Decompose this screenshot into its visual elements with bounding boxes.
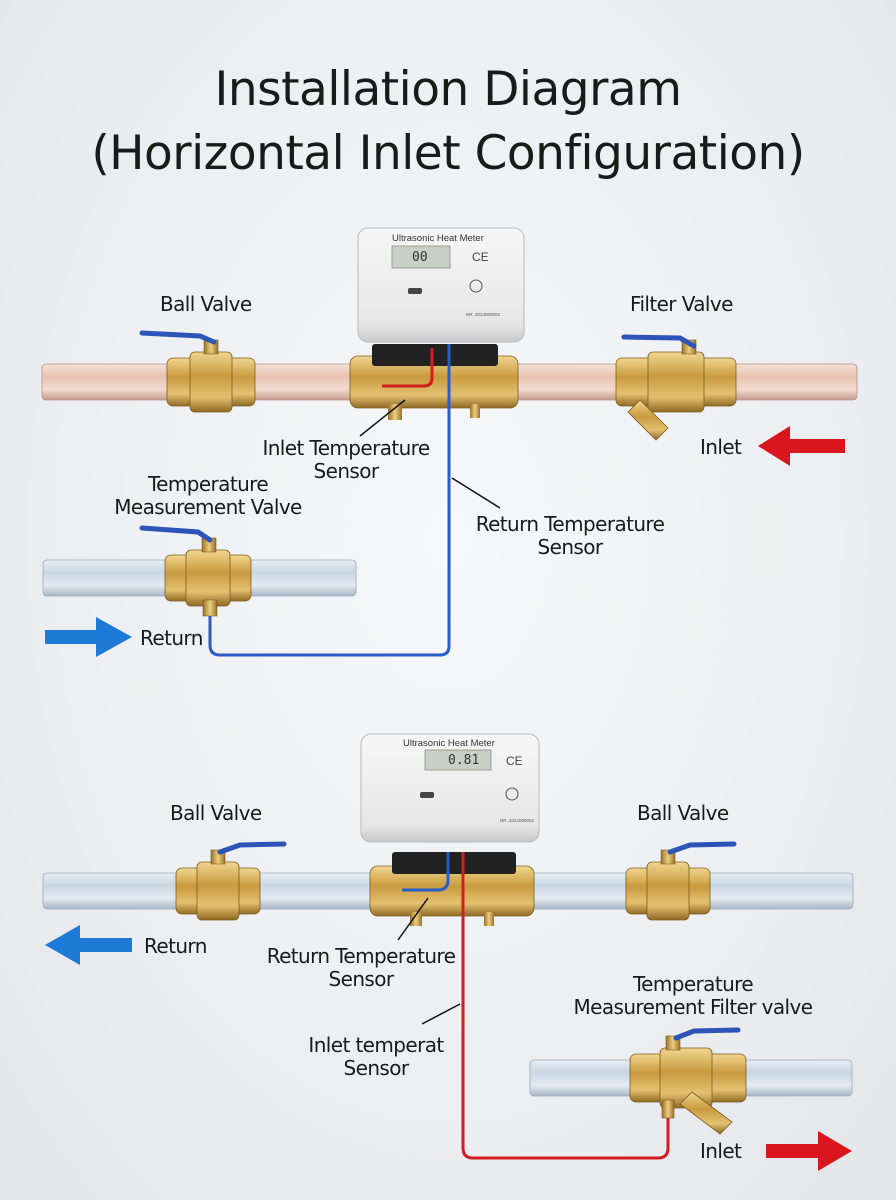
title-line-1: Installation Diagram (214, 62, 682, 117)
top-inlet-sensor-leader (359, 399, 406, 437)
top-filter-valve[interactable] (615, 334, 737, 441)
top-return-sensor-leader (451, 477, 501, 509)
top-temp-valve-label-line-1: Temperature (147, 472, 269, 496)
bottom-heat-meter (360, 733, 540, 843)
bottom-meter-serial: NR. 2024000002 (500, 818, 535, 823)
top-filter-valve-label: Filter Valve (630, 292, 733, 316)
bottom-return-sensor-label: Return Temperature Sensor (263, 945, 459, 991)
bottom-inlet-label: Inlet (700, 1139, 742, 1163)
bottom-ball-valve-left-label: Ball Valve (170, 801, 262, 825)
bottom-return-sensor-leader (397, 897, 429, 941)
top-inlet-sensor-label-line-2: Sensor (313, 459, 380, 483)
top-temperature-measurement-valve[interactable] (139, 525, 252, 617)
bottom-ball-valve-left[interactable] (175, 841, 287, 921)
top-inlet-sensor-label-line-1: Inlet Temperature (262, 436, 430, 460)
bottom-meter-fitting (369, 852, 535, 926)
bottom-ball-valve-right[interactable] (625, 841, 737, 921)
top-ball-valve[interactable] (139, 330, 256, 413)
bottom-return-sensor-label-line-2: Sensor (328, 967, 395, 991)
top-inlet-label: Inlet (700, 435, 742, 459)
top-return-sensor-wire (208, 344, 451, 657)
bottom-inlet-sensor-leader (421, 1003, 461, 1025)
bottom-meter-name: Ultrasonic Heat Meter (403, 738, 495, 749)
top-return-sensor-label: Return Temperature Sensor (472, 513, 668, 559)
bottom-return-sensor-wire (402, 852, 450, 892)
top-return-sensor-label-line-1: Return Temperature (475, 512, 665, 536)
top-temp-valve-label-line-2: Measurement Valve (114, 495, 302, 519)
bottom-meter-display: 0.81 (448, 753, 480, 768)
top-inlet-arrow (758, 426, 845, 466)
bottom-ball-valve-right-label: Ball Valve (637, 801, 729, 825)
bottom-inlet-sensor-label-line-2: Sensor (343, 1056, 410, 1080)
top-temp-valve-label: Temperature Measurement Valve (112, 473, 304, 519)
top-return-label: Return (140, 626, 203, 650)
top-meter-display: 00 (412, 250, 428, 265)
top-meter-fitting (349, 344, 519, 420)
top-meter-ce-mark: CE (472, 250, 489, 264)
top-inlet-sensor-label: Inlet Temperature Sensor (258, 437, 434, 483)
top-inlet-sensor-wire (382, 348, 434, 388)
bottom-temp-filter-label-line-2: Measurement Filter valve (573, 995, 814, 1019)
bottom-temp-filter-label-line-1: Temperature (632, 972, 754, 996)
bottom-temp-filter-label: Temperature Measurement Filter valve (572, 973, 814, 1019)
bottom-inlet-sensor-label: Inlet temperat Sensor (302, 1034, 450, 1080)
bottom-return-label: Return (144, 934, 207, 958)
bottom-inlet-arrow (766, 1131, 852, 1171)
bottom-inlet-sensor-wire (461, 852, 670, 1160)
top-meter-name: Ultrasonic Heat Meter (392, 233, 484, 244)
bottom-temperature-measurement-filter-valve[interactable] (629, 1027, 747, 1135)
bottom-return-sensor-label-line-1: Return Temperature (266, 944, 456, 968)
top-ball-valve-label: Ball Valve (160, 292, 252, 316)
top-return-arrow (45, 617, 132, 657)
bottom-inlet-sensor-label-line-1: Inlet temperat (308, 1033, 444, 1057)
bottom-meter-ce-mark: CE (506, 754, 523, 768)
top-return-sensor-label-line-2: Sensor (537, 535, 604, 559)
top-meter-serial: NR. 2024000002 (466, 312, 501, 317)
bottom-return-arrow (45, 925, 132, 965)
title-line-2: (Horizontal Inlet Configuration) (91, 126, 805, 181)
top-heat-meter (357, 227, 525, 343)
